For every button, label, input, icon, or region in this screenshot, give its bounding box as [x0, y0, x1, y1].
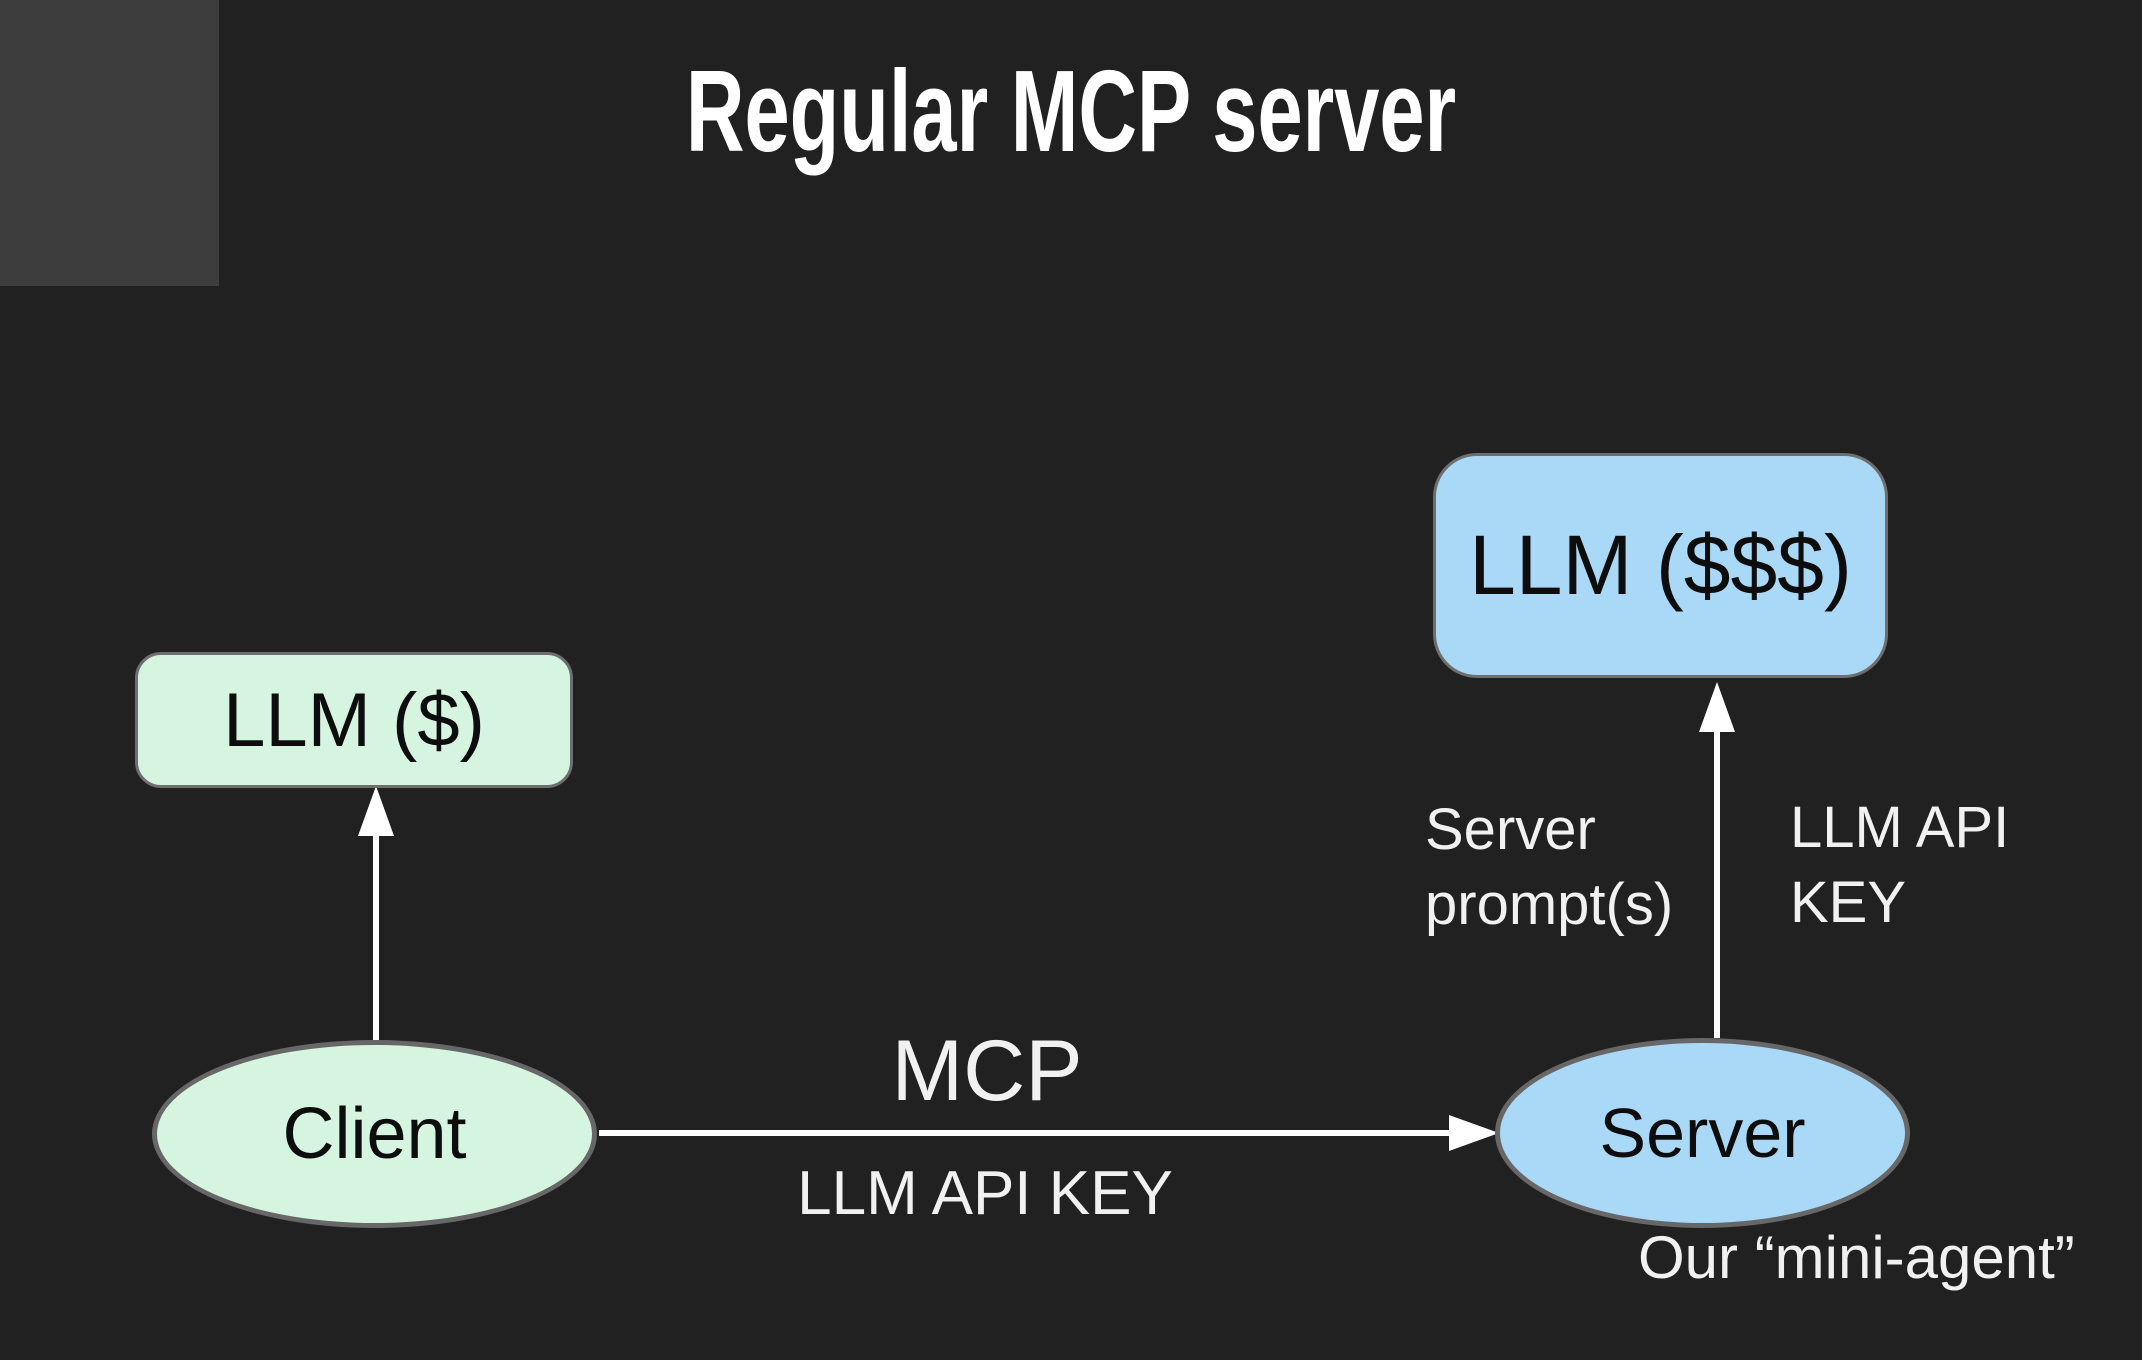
llm-expensive-box: LLM ($$$)	[1433, 453, 1888, 678]
client-ellipse: Client	[152, 1040, 597, 1228]
server-to-llm-arrow	[1699, 682, 1735, 1038]
llm-api-key-right-label: LLM API KEY	[1790, 795, 2010, 936]
llm-api-key-edge-label: LLM API KEY	[797, 1159, 1173, 1228]
client-to-llm-arrow	[358, 786, 394, 1041]
llm-expensive-label: LLM ($$$)	[1469, 518, 1852, 612]
server-ellipse: Server	[1495, 1038, 1910, 1228]
corner-rectangle	[0, 0, 219, 286]
mcp-edge-label: MCP	[891, 1023, 1083, 1119]
slide-title: Regular MCP server	[685, 46, 1457, 176]
client-to-server-arrow	[599, 1115, 1499, 1151]
server-prompts-label: Server prompt(s)	[1425, 797, 1674, 938]
llm-cheap-label: LLM ($)	[223, 677, 485, 763]
llm-cheap-box: LLM ($)	[135, 652, 573, 788]
server-label: Server	[1599, 1094, 1806, 1172]
client-label: Client	[282, 1094, 467, 1174]
mini-agent-caption: Our “mini-agent”	[1638, 1224, 2075, 1291]
